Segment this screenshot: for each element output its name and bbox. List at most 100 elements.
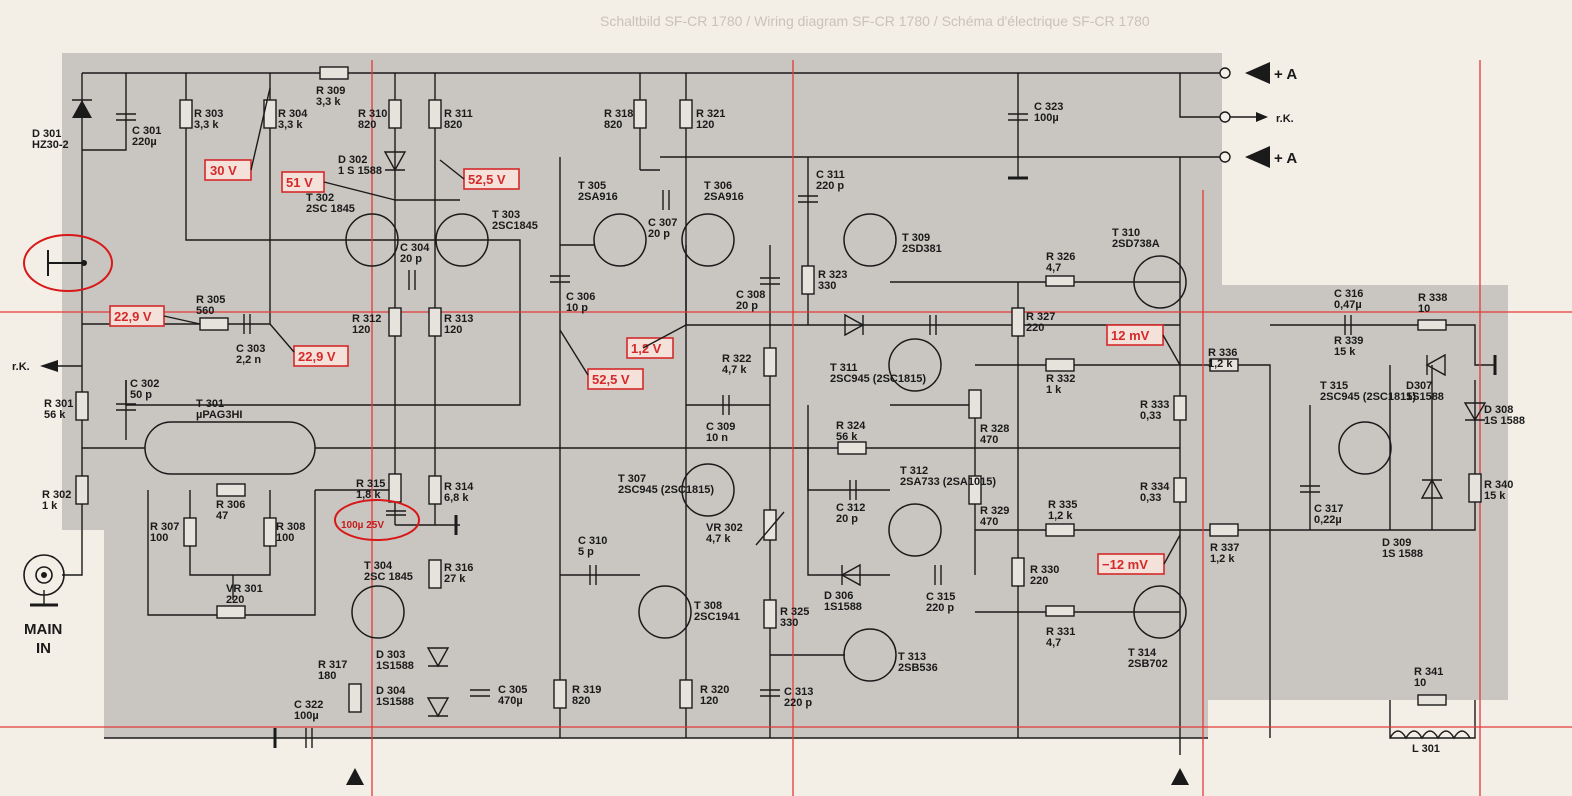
component-ref: R 338 (1418, 292, 1447, 304)
component-ref: R 321 (696, 108, 725, 120)
component-ref: C 308 (736, 289, 765, 301)
component-value: 4,7 (1046, 262, 1061, 274)
component-ref: R 320 (700, 684, 729, 696)
component-ref: D 302 (338, 154, 367, 166)
component-ref: R 302 (42, 489, 71, 501)
component-value: 120 (696, 119, 714, 131)
component-value: 2SC1941 (694, 611, 740, 623)
component-ref: D 309 (1382, 537, 1411, 549)
diodes (72, 99, 1487, 718)
component-value: 1 k (42, 500, 58, 512)
component-value: 10 p (566, 302, 588, 314)
component-ref: R 312 (352, 313, 381, 325)
component-ref: R 307 (150, 521, 179, 533)
resistor-r331 (1045, 605, 1075, 617)
component-value: 20 p (400, 253, 422, 265)
component-value: 4,7 k (722, 364, 747, 376)
component-ref: R 328 (980, 423, 1009, 435)
component-value: 1 k (1046, 384, 1062, 396)
component-ref: T 302 (306, 192, 334, 204)
component-value: 3,3 k (278, 119, 303, 131)
component-ref: T 313 (898, 651, 926, 663)
resistor-r313 (428, 307, 442, 337)
component-ref: C 322 (294, 699, 323, 711)
component-value: 6,8 k (444, 492, 469, 504)
component-value: 2SC 1845 (306, 203, 355, 215)
component-value: 100µ (294, 710, 319, 722)
component-ref: D307 (1406, 380, 1432, 392)
component-ref: T 305 (578, 180, 606, 192)
component-value: 1S1588 (376, 660, 414, 672)
component-ref: R 316 (444, 562, 473, 574)
voltage-label: 22,9 V (114, 309, 152, 324)
component-ref: R 322 (722, 353, 751, 365)
resistor-r335 (1045, 523, 1075, 537)
main-in-label-line1: MAIN (24, 621, 62, 638)
resistor-r315 (388, 473, 402, 503)
component-value: 10 n (706, 432, 728, 444)
component-ref: R 340 (1484, 479, 1513, 491)
component-ref: T 311 (830, 362, 858, 374)
voltage-label: 52,5 V (592, 372, 630, 387)
component-ref: R 315 (356, 478, 385, 490)
resistor-vr301 (216, 605, 246, 619)
component-ref: R 330 (1030, 564, 1059, 576)
resistor-r321 (679, 99, 693, 129)
component-ref: C 311 (816, 169, 845, 181)
component-value: 56 k (836, 431, 858, 443)
component-ref: VR 302 (706, 522, 743, 534)
resistor-r308 (263, 517, 277, 547)
component-value: 220 (1030, 575, 1048, 587)
component-value: 470µ (498, 695, 523, 707)
component-value: 2SA916 (578, 191, 618, 203)
component-ref: C 323 (1034, 101, 1063, 113)
component-value: 50 p (130, 389, 152, 401)
component-ref: R 339 (1334, 335, 1363, 347)
component-ref: C 315 (926, 591, 955, 603)
component-ref: R 314 (444, 481, 474, 493)
component-ref: L 301 (1412, 743, 1440, 755)
main-in-jack (23, 554, 65, 607)
component-ref: T 314 (1128, 647, 1157, 659)
resistor-r332 (1045, 358, 1075, 372)
component-ref: T 303 (492, 209, 520, 221)
component-value: 2SD738A (1112, 238, 1160, 250)
component-value: 100 (150, 532, 168, 544)
component-value: 1S1588 (376, 696, 414, 708)
component-value: 2SB536 (898, 662, 938, 674)
component-value: 20 p (736, 300, 758, 312)
component-value: 27 k (444, 573, 466, 585)
component-ref: R 310 (358, 108, 387, 120)
component-value: 1,2 k (1208, 358, 1233, 370)
